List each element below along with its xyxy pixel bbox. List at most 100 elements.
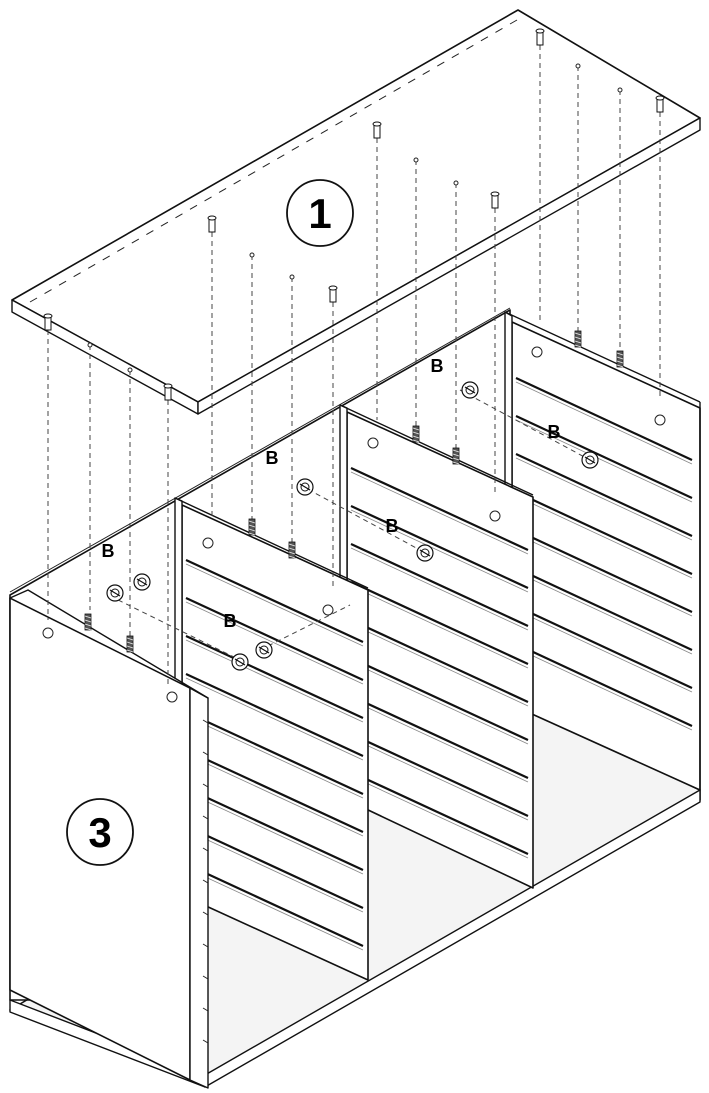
slat (350, 695, 529, 779)
screw-thread (452, 453, 460, 457)
hole-mark (204, 196, 212, 202)
dowel-head (535, 28, 545, 34)
slat-edge (350, 699, 529, 783)
cam-lock-inner (420, 548, 430, 558)
slat (515, 453, 693, 537)
screw-thread (616, 352, 624, 356)
slat (185, 673, 364, 757)
edge-notch (202, 1039, 209, 1044)
cam-slot (109, 589, 121, 597)
slat (185, 559, 364, 643)
hole-mark (320, 129, 329, 134)
hole-mark (73, 272, 81, 278)
screw-thread (84, 615, 92, 619)
slat (350, 581, 529, 665)
pin-hole (617, 87, 623, 93)
dowel-head (163, 383, 173, 389)
hardware-label-b: B (548, 422, 561, 442)
hole-mark (349, 112, 358, 118)
screw-thread (574, 344, 582, 348)
cam-slot (299, 483, 311, 491)
edge-notch (202, 783, 209, 788)
edge-notch (202, 1007, 209, 1012)
slat-edge (350, 471, 529, 555)
slat (350, 505, 529, 589)
screw-thread (574, 336, 582, 340)
cam-lock-lines (109, 389, 591, 661)
screw-thread (412, 435, 420, 439)
slat (515, 415, 693, 499)
hardware-label-b: B (386, 516, 399, 536)
top-panel (11, 9, 701, 415)
divider-right-slats (350, 467, 529, 859)
screw-thread (248, 520, 256, 524)
dowel-head (43, 313, 53, 319)
edge-notch (202, 847, 209, 852)
part-number-1: 1 (308, 190, 331, 237)
slat-edge (515, 647, 693, 731)
edge-notch (202, 943, 209, 948)
screw-thread (84, 619, 92, 623)
hardware-label-b: B (102, 541, 115, 561)
screw-thread (248, 524, 256, 528)
slat-edge (515, 495, 693, 579)
screw-thread (452, 449, 460, 453)
edge-notch (202, 751, 209, 756)
cam-locks (106, 381, 599, 671)
slat-edge (185, 829, 364, 913)
dowel-head (372, 121, 382, 127)
part-callout-3: 3 (66, 798, 134, 866)
assembly-guides (43, 28, 665, 688)
cam-slot (234, 658, 246, 666)
screw-thread (248, 528, 256, 532)
slat (185, 787, 364, 871)
cam-lock-inner (259, 645, 269, 655)
slat-edge (515, 571, 693, 655)
hole-mark (102, 255, 110, 261)
slat (185, 635, 364, 719)
hole-mark (407, 78, 416, 84)
screw-thread (412, 439, 420, 443)
hardware-labels: B B B B B B (102, 356, 561, 631)
slat-edge (185, 677, 364, 761)
hole-mark (131, 238, 140, 244)
hole-mark (509, 19, 518, 25)
pin-hole (453, 180, 459, 186)
pin-hole (413, 157, 419, 163)
slat (185, 749, 364, 833)
dowel-head (655, 95, 665, 101)
slat-edge (185, 715, 364, 799)
slat (350, 771, 529, 855)
hole-mark (480, 36, 489, 42)
hole-mark (218, 188, 227, 193)
hole-mark (422, 70, 430, 75)
slat-edge (185, 601, 364, 685)
screw-thread (452, 457, 460, 461)
hole-mark (277, 154, 285, 160)
cam-lock-inner (300, 482, 310, 492)
hole-mark (146, 230, 154, 236)
edge-notch (202, 911, 209, 916)
hole-mark (378, 95, 387, 101)
top-panel-hole-row (29, 19, 518, 303)
hole-mark (175, 213, 183, 219)
pin-hole (127, 367, 133, 373)
dowel-head (328, 285, 338, 291)
hardware-label-b: B (224, 611, 237, 631)
slat (350, 733, 529, 817)
screw-thread (288, 543, 296, 547)
slat-edge (515, 609, 693, 693)
hole-mark (87, 263, 96, 269)
pin-hole (87, 342, 93, 348)
slat-edge (185, 563, 364, 647)
slat-edge (350, 509, 529, 593)
slat (350, 619, 529, 703)
screw-thread (288, 547, 296, 551)
screw-thread (126, 637, 134, 641)
edge-notch (202, 815, 209, 820)
slat (515, 605, 693, 689)
screw-thread (126, 641, 134, 645)
slat (350, 467, 529, 551)
screw-thread (126, 645, 134, 649)
screw-thread (84, 623, 92, 627)
